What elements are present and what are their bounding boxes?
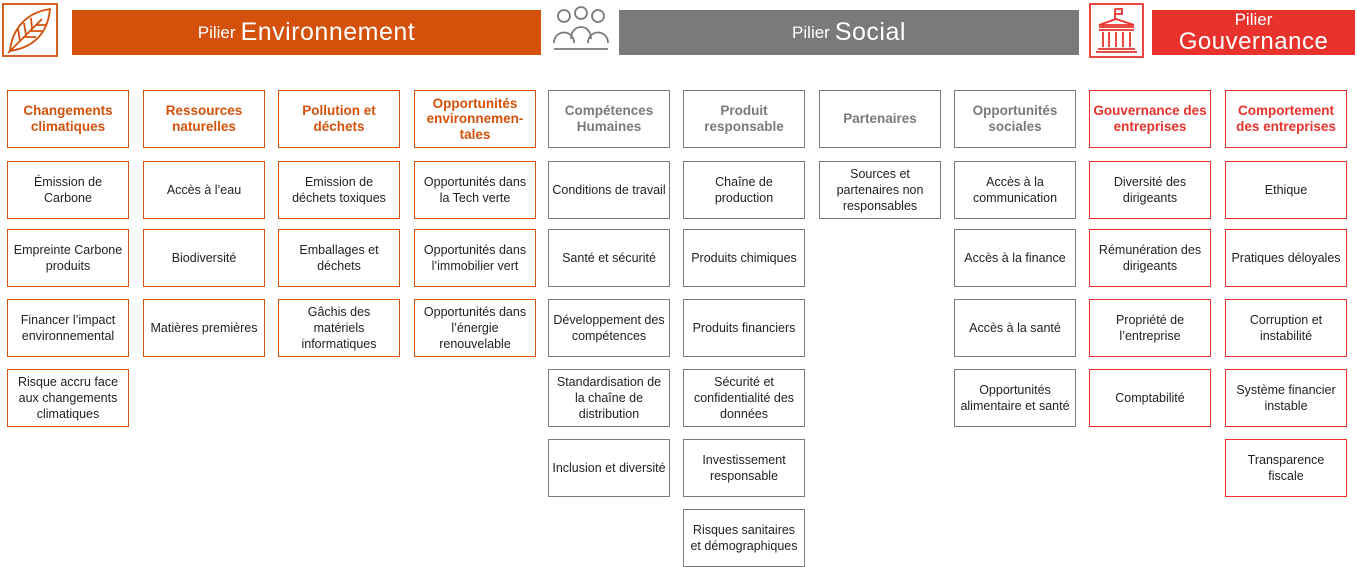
topic-item: Comptabilité — [1089, 369, 1211, 427]
topic-item: Biodiversité — [143, 229, 265, 287]
column-header: Opportunités sociales — [954, 90, 1076, 148]
government-building-icon — [1089, 3, 1144, 58]
topic-item: Produits financiers — [683, 299, 805, 357]
topic-item: Opportunités dans la Tech verte — [414, 161, 536, 219]
topic-item: Propriété de l’entreprise — [1089, 299, 1211, 357]
topic-item: Accès à l’eau — [143, 161, 265, 219]
column-header: Ressources naturelles — [143, 90, 265, 148]
topic-item: Matières premières — [143, 299, 265, 357]
topic-item: Rémunération des dirigeants — [1089, 229, 1211, 287]
leaf-icon — [2, 3, 58, 57]
topic-item: Empreinte Carbone produits — [7, 229, 129, 287]
topic-item: Sources et partenaires non responsables — [819, 161, 941, 219]
topic-item: Émission de Carbone — [7, 161, 129, 219]
topic-item: Risques sanitaires et démographiques — [683, 509, 805, 567]
topic-item: Opportunités dans l’immobilier vert — [414, 229, 536, 287]
topic-item: Produits chimiques — [683, 229, 805, 287]
social-pillar-banner: Pilier Social — [619, 10, 1079, 55]
column-header: Pollution et déchets — [278, 90, 400, 148]
column-header: Produit responsable — [683, 90, 805, 148]
topic-item: Santé et sécurité — [548, 229, 670, 287]
topic-item: Pratiques déloyales — [1225, 229, 1347, 287]
topic-item: Chaîne de production — [683, 161, 805, 219]
topic-item: Développement des compétences — [548, 299, 670, 357]
pillar-name: Social — [834, 18, 906, 46]
pillar-name: Environnement — [240, 18, 416, 46]
topic-item: Inclusion et diversité — [548, 439, 670, 497]
topic-item: Risque accru face aux changements climat… — [7, 369, 129, 427]
topic-item: Ethique — [1225, 161, 1347, 219]
topic-item: Sécurité et confidentialité des données — [683, 369, 805, 427]
topic-item: Accès à la santé — [954, 299, 1076, 357]
governance-pillar-banner: Pilier Gouvernance — [1152, 10, 1355, 55]
topic-item: Opportunités alimentaire et santé — [954, 369, 1076, 427]
topic-item: Système financier instable — [1225, 369, 1347, 427]
topic-item: Gâchis des matériels informatiques — [278, 299, 400, 357]
pillar-prefix: Pilier — [792, 22, 830, 42]
topic-item: Accès à la communication — [954, 161, 1076, 219]
column-header: Changements climatiques — [7, 90, 129, 148]
topic-item: Transparence fiscale — [1225, 439, 1347, 497]
topic-item: Investissement responsable — [683, 439, 805, 497]
topic-item: Opportunités dans l’énergie renouvelable — [414, 299, 536, 357]
people-icon — [552, 3, 610, 58]
pillar-prefix: Pilier — [1234, 10, 1273, 29]
topic-item: Financer l’impact environnemental — [7, 299, 129, 357]
topic-item: Corruption et instabilité — [1225, 299, 1347, 357]
topic-item: Conditions de travail — [548, 161, 670, 219]
topic-item: Diversité des dirigeants — [1089, 161, 1211, 219]
environment-pillar-banner: Pilier Environnement — [72, 10, 541, 55]
column-header: Comportement des entreprises — [1225, 90, 1347, 148]
column-header: Compétences Humaines — [548, 90, 670, 148]
topic-item: Accès à la finance — [954, 229, 1076, 287]
column-header: Partenaires — [819, 90, 941, 148]
topic-item: Emballages et déchets — [278, 229, 400, 287]
column-header: Opportunités environnemen-tales — [414, 90, 536, 148]
topic-item: Emission de déchets toxiques — [278, 161, 400, 219]
pillar-prefix: Pilier — [197, 22, 236, 42]
pillar-name: Gouvernance — [1178, 28, 1329, 55]
column-header: Gouvernance des entreprises — [1089, 90, 1211, 148]
topic-item: Standardisation de la chaîne de distribu… — [548, 369, 670, 427]
